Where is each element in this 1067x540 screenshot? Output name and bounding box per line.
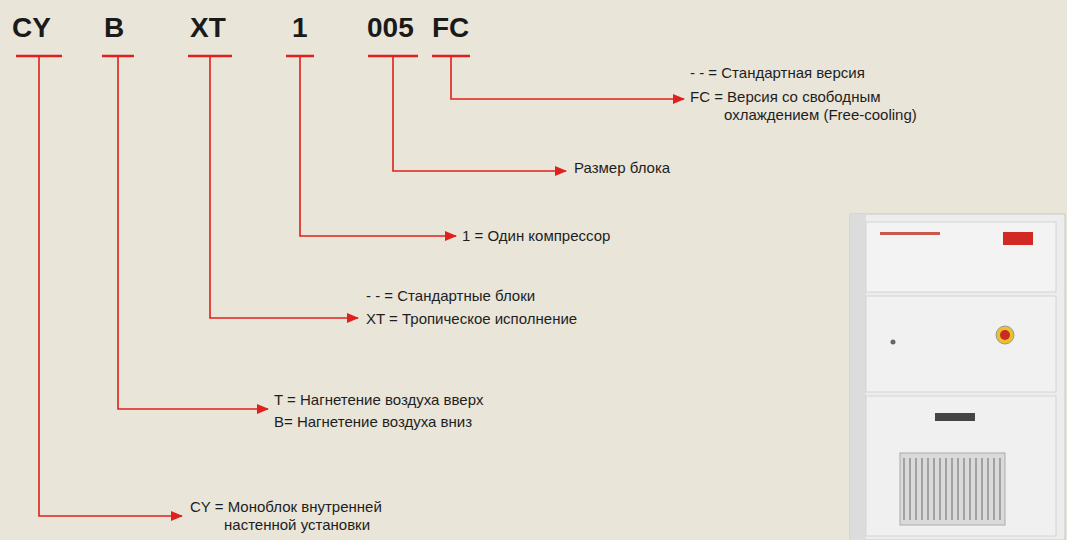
unit-illustration <box>850 214 1065 540</box>
code-description: - - = Стандартные блоки <box>366 287 535 305</box>
code-description: Размер блока <box>574 159 670 177</box>
model-code: B <box>104 12 124 44</box>
model-code: FC <box>432 12 469 44</box>
model-code: 1 <box>292 12 308 44</box>
model-code: XT <box>190 12 226 44</box>
code-description: CY = Моноблок внутренней настенной устан… <box>190 498 454 534</box>
model-code: 005 <box>367 12 414 44</box>
code-description: B= Нагнетение воздуха вниз <box>274 413 472 431</box>
code-description: 1 = Один компрессор <box>462 227 610 245</box>
code-description: T = Нагнетение воздуха вверх <box>274 391 483 409</box>
model-code: CY <box>12 12 51 44</box>
code-description: XT = Тропическое исполнение <box>366 310 577 328</box>
code-description: FC = Версия со свободным охлаждением (Fr… <box>690 88 964 124</box>
code-description: - - = Стандартная версия <box>690 64 865 82</box>
